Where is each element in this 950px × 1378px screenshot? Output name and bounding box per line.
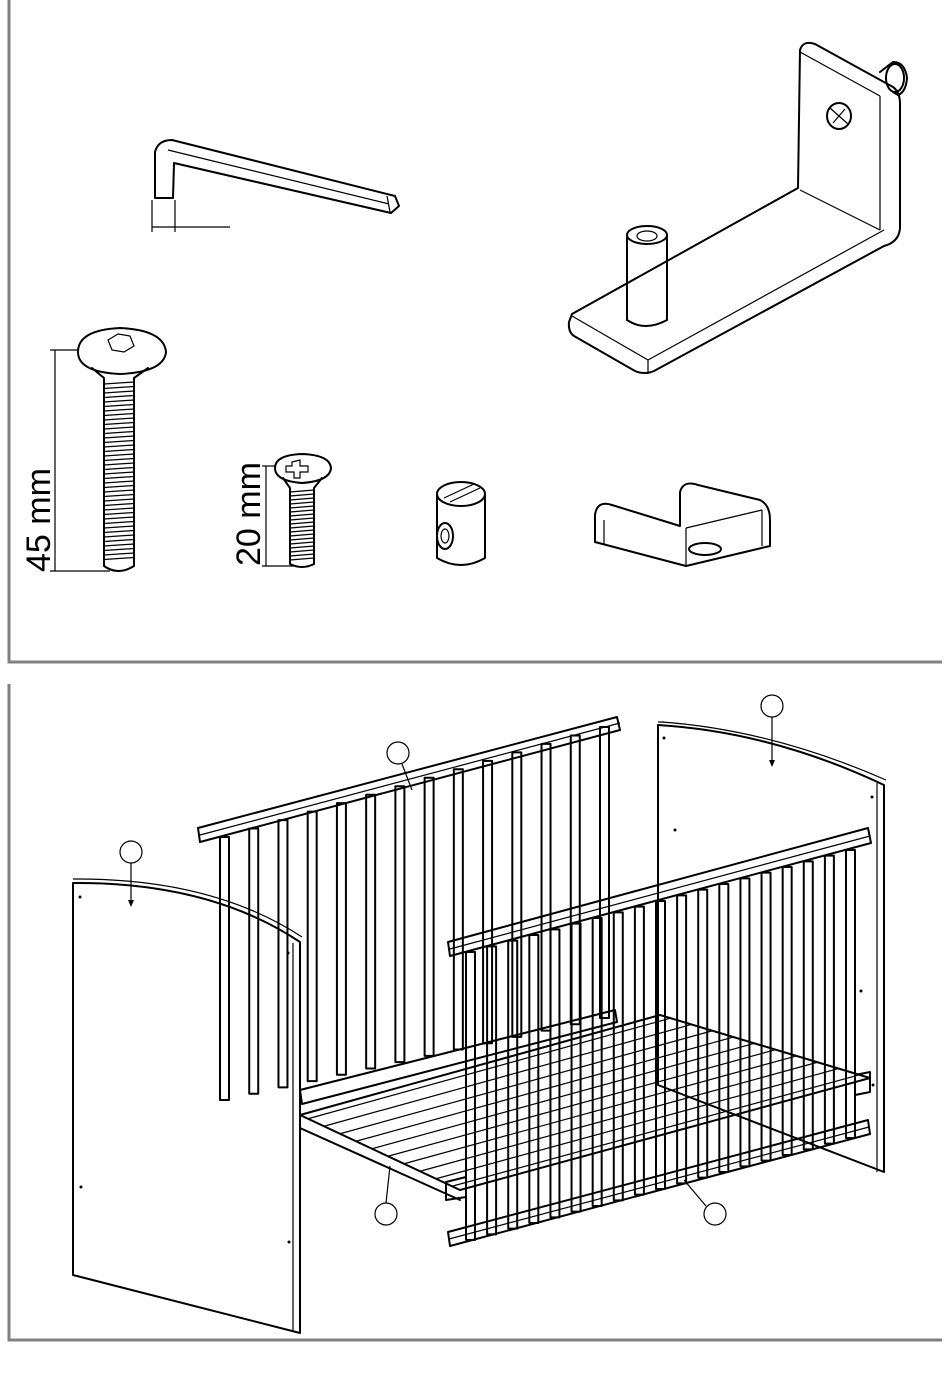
bolt-thread-line [290,534,314,536]
bolt-thread-line [104,495,134,497]
callout-left-panel [120,841,142,907]
u-clip-icon [595,484,770,566]
bolt-thread-line [104,526,134,528]
short-bolt-thread-lines [290,490,314,560]
bolt-thread-line [290,546,314,548]
phillips-bolt-icon: 20 mm [230,454,331,567]
bolt-thread-line [104,400,134,402]
corner-bracket-icon [569,43,907,374]
bolt-thread-line [290,554,314,556]
spindle [425,778,434,1056]
bolt-thread-line [104,463,134,465]
bolt-thread-line [104,387,134,389]
bolt-thread-line [290,558,314,560]
bolt-thread-line [290,506,314,508]
bolt-thread-line [104,531,134,533]
bolt-thread-line [104,436,134,438]
spindle [783,867,792,1155]
mattress-slat [308,1018,671,1119]
bolt-thread-line [104,445,134,447]
bolt-thread-line [290,538,314,540]
short-bolt-length-label: 20 mm [230,462,268,566]
mattress-slat [372,1043,755,1148]
bolt-thread-line [104,522,134,524]
bolt-thread-line [104,486,134,488]
spindle [762,873,771,1161]
bolt-thread-line [104,405,134,407]
bolt-thread-line [290,494,314,496]
bolt-thread-line [104,459,134,461]
bolt-thread-line [290,522,314,524]
bolt-thread-line [290,514,314,516]
bolt-thread-line [104,432,134,434]
barrel-nut-icon [437,482,485,565]
bolt-thread-line [104,396,134,398]
bolt-thread-line [104,472,134,474]
bolt-thread-line [104,504,134,506]
bolt-thread-line [104,490,134,492]
callout-front-rail [684,1180,726,1225]
callout-right-panel [761,695,783,767]
bolt-thread-line [104,454,134,456]
hex-bolt-icon: 45 mm [20,328,166,572]
spindle [466,952,475,1240]
bolt-thread-line [104,481,134,483]
spindle [846,850,855,1138]
bolt-thread-line [104,517,134,519]
bolt-thread-line [290,510,314,512]
bolt-thread-line [104,441,134,443]
bolt-thread-line [104,477,134,479]
spindle [249,829,258,1094]
back-side-rail [198,717,620,1104]
bolt-thread-line [290,502,314,504]
bolt-thread-line [104,391,134,393]
bolt-thread-line [290,542,314,544]
bolt-thread-line [104,409,134,411]
bolt-thread-line [104,499,134,501]
bolt-thread-line [104,540,134,542]
bolt-thread-line [290,518,314,520]
bolt-thread-line [290,490,314,492]
bolt-thread-line [290,526,314,528]
spindle [740,878,749,1166]
left-end-panel [73,879,302,1333]
spindle [454,769,463,1049]
callout-back-rail [387,742,412,790]
bolt-thread-line [104,414,134,416]
bolt-thread-line [104,553,134,555]
callout-mattress-base [375,1166,397,1225]
bolt-thread-line [290,530,314,532]
bolt-thread-line [104,549,134,551]
bolt-thread-line [104,508,134,510]
mattress-slat [420,1062,818,1171]
long-bolt-length-label: 45 mm [20,468,58,572]
bolt-thread-line [104,558,134,560]
bolt-thread-line [104,418,134,420]
bolt-thread-line [104,535,134,537]
mattress-slat [404,1056,797,1164]
bolt-thread-line [104,382,134,384]
spindle [804,861,813,1149]
bolt-thread-lines [104,382,134,560]
bolt-thread-line [104,544,134,546]
spindle [337,803,346,1075]
bolt-thread-line [104,468,134,470]
spindle [719,884,728,1172]
spindle [220,837,229,1100]
mattress-base [300,1015,870,1200]
spindle [308,812,317,1081]
spindle [825,856,834,1144]
bolt-thread-line [104,513,134,515]
spindle [395,786,404,1062]
spindle [542,744,551,1031]
bolt-thread-line [104,450,134,452]
bolt-thread-line [104,427,134,429]
spindle [278,820,287,1087]
spindle [366,795,375,1069]
bolt-thread-line [290,498,314,500]
bolt-thread-line [104,423,134,425]
bolt-thread-line [290,550,314,552]
hex-key-icon [152,140,399,232]
